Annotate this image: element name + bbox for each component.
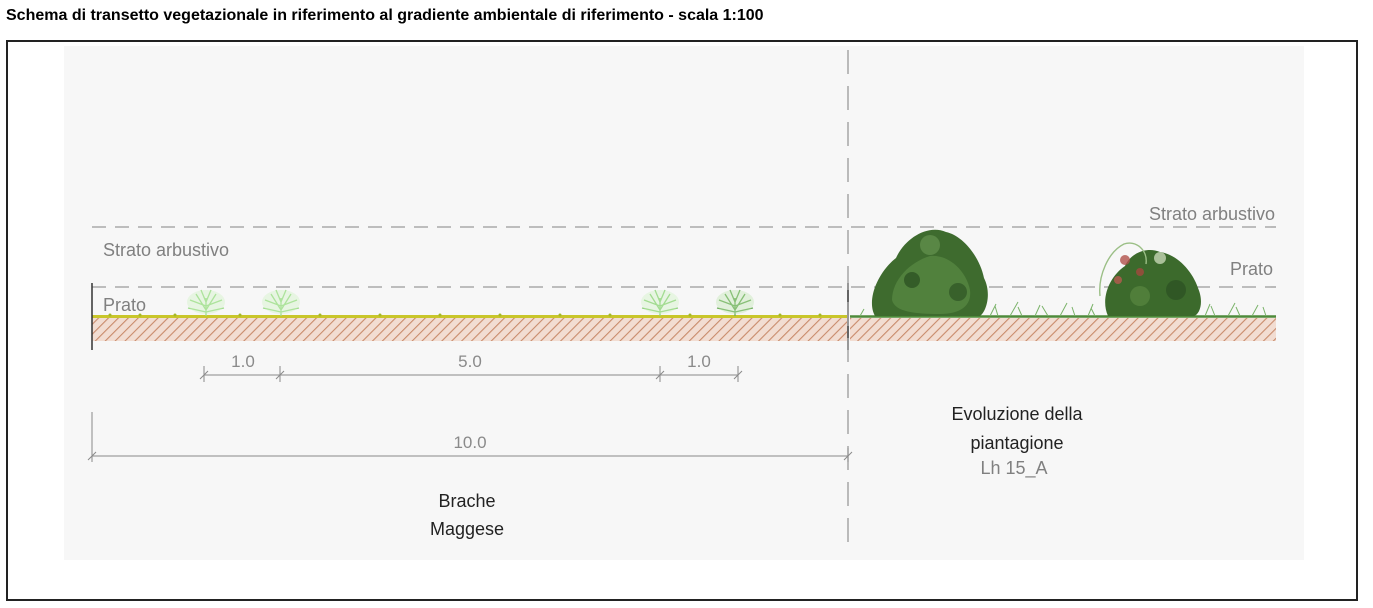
young-shrub-icon: [262, 289, 300, 316]
right-caption-code: Lh 15_A: [980, 458, 1047, 479]
young-shrub-icon: [641, 289, 679, 316]
right-caption-line1: Evoluzione della: [951, 404, 1083, 424]
diagram-panel: [64, 46, 1304, 560]
right-caption-line2: piantagione: [970, 433, 1063, 453]
left-grass-layer-label: Prato: [103, 295, 146, 315]
mature-shrub-icon: [871, 229, 988, 316]
ground-right: [850, 318, 1276, 341]
left-section-name-line1: Brache: [438, 491, 495, 511]
planting-spacing-dimension: [199, 366, 743, 382]
dimension-label-3: 1.0: [687, 352, 711, 371]
ground-left: [92, 318, 847, 341]
dimension-label-2: 5.0: [458, 352, 482, 371]
total-width-dimension: [87, 412, 853, 462]
right-shrub-layer-label: Strato arbustivo: [1149, 204, 1275, 224]
grass-dots-left: [108, 313, 822, 317]
diagram-title: Schema di transetto vegetazionale in rif…: [6, 7, 764, 24]
young-shrub-icon: [716, 289, 754, 316]
right-grass-layer-label: Prato: [1230, 259, 1273, 279]
flowering-shrub-icon: [1099, 242, 1201, 316]
young-shrub-icon: [187, 289, 225, 316]
left-shrub-layer-label: Strato arbustivo: [103, 240, 229, 260]
dimension-label-1: 1.0: [231, 352, 255, 371]
left-section-name-line2: Maggese: [430, 519, 504, 539]
total-dimension-label: 10.0: [453, 433, 486, 452]
